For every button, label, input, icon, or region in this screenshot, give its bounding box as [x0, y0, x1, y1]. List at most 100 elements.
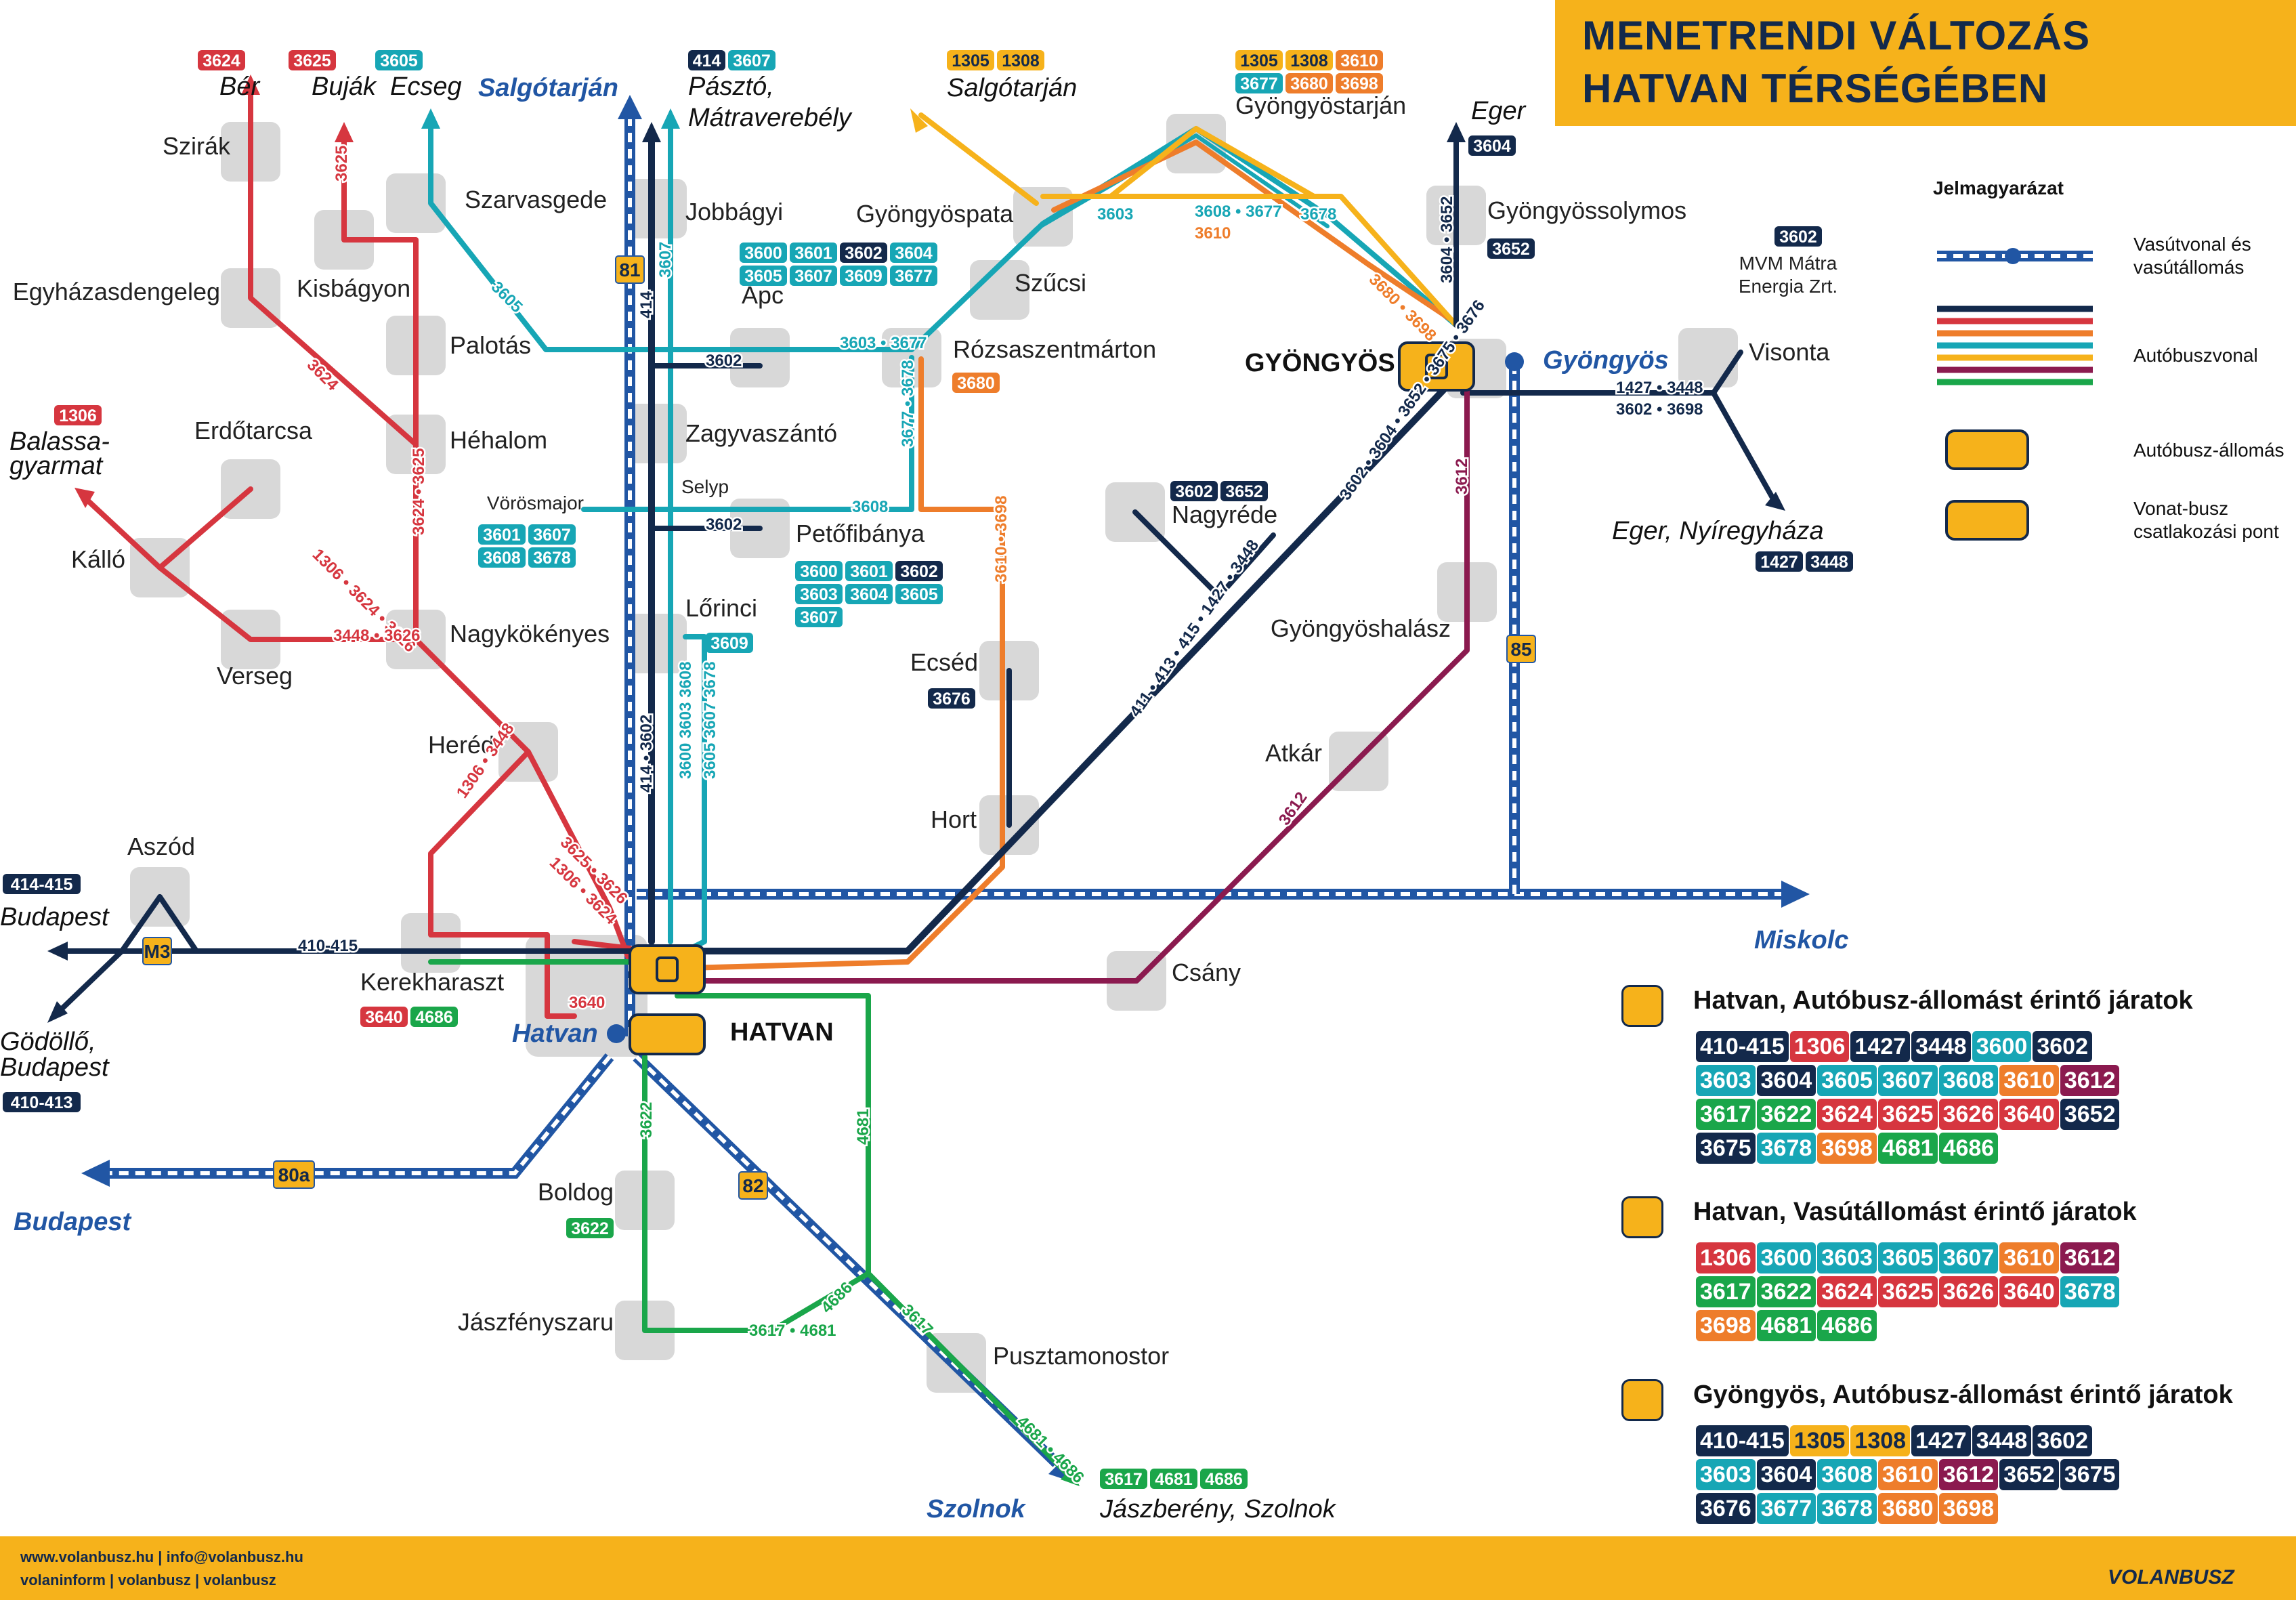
line-label: 3603 • 3677 — [840, 334, 927, 352]
hatvan-bus-station — [629, 944, 706, 994]
road-shield — [142, 937, 172, 965]
line-yellow-2 — [1040, 194, 1459, 328]
major-label: Hatvan — [512, 1019, 598, 1048]
destination-label: Mátraverebély — [688, 104, 853, 132]
line-green-3 — [866, 1271, 1073, 1479]
route-badge: 4686 — [1817, 1310, 1877, 1341]
route-badge: 3608 — [1817, 1459, 1877, 1490]
route-badge: 3617 — [1696, 1099, 1756, 1130]
line-red-2 — [341, 133, 419, 642]
route-badge — [289, 50, 336, 70]
route-badge: 3698 — [1938, 1493, 1999, 1524]
route-badge — [1756, 551, 1803, 572]
major-label: Gyöngyös — [1543, 346, 1669, 375]
station-square — [1013, 187, 1073, 247]
footer-contact: www.volanbusz.hu | info@volanbusz.hu — [20, 1549, 303, 1565]
major-label: Miskolc — [1754, 926, 1848, 954]
route-badge-label: 3678 — [533, 549, 571, 568]
route-badge-label: 1306 — [59, 406, 97, 425]
route-badge: 1427 — [1850, 1031, 1911, 1062]
route-badge: 3625 — [1877, 1276, 1938, 1307]
route-badge — [1336, 50, 1383, 70]
line-label: 411 • 413 • 415 • 1427 • 3448 — [1126, 536, 1262, 721]
station-square — [970, 260, 1029, 320]
place-label: Energia Zrt. — [1739, 276, 1837, 297]
route-badge-label: 3607 — [800, 608, 838, 627]
line-red-5 — [428, 749, 577, 1019]
line-navy-11 — [1711, 350, 1743, 396]
route-arrow — [335, 122, 354, 142]
route-badge — [3, 1092, 81, 1112]
route-badge-label: 4686 — [415, 1008, 453, 1027]
route-badge-label: 1305 — [1240, 51, 1278, 70]
route-badge: 3640 — [1999, 1099, 2059, 1130]
route-badge: 3605 — [1877, 1242, 1938, 1273]
route-badge-label: 3601 — [850, 562, 888, 581]
road-shield-label: 82 — [742, 1175, 763, 1196]
line-green-2 — [642, 993, 871, 1333]
line-label: 3622 — [637, 1102, 656, 1138]
destination-label: Budapest — [0, 1053, 110, 1082]
route-badge: 3610 — [1999, 1065, 2059, 1096]
route-badge — [1220, 481, 1268, 501]
route-badge: 3607 — [1877, 1065, 1938, 1096]
route-badge: 410-415 — [1696, 1425, 1789, 1456]
route-badge-label: 3608 — [483, 549, 521, 568]
route-badge: 3652 — [2060, 1099, 2120, 1130]
place-label: Verseg — [217, 662, 293, 690]
station-square — [386, 173, 446, 233]
route-badge: 3624 — [1817, 1276, 1877, 1307]
place-label: Aszód — [127, 833, 195, 860]
route-badge: 4681 — [1877, 1133, 1938, 1164]
route-badge: 3677 — [1756, 1493, 1816, 1524]
line-yellow-1 — [918, 112, 1039, 206]
route-badge — [1806, 551, 1853, 572]
line-label: 3603 — [1097, 205, 1133, 224]
line-label: 4681 — [854, 1109, 872, 1145]
route-badge — [790, 243, 837, 263]
route-arrow — [75, 488, 95, 508]
place-label: Selyp — [681, 476, 729, 497]
route-badge: 3678 — [1817, 1493, 1877, 1524]
route-badge: 3603 — [1696, 1459, 1756, 1490]
route-badge — [740, 266, 787, 286]
route-badge-label: 3652 — [1225, 482, 1263, 501]
route-badge: 1306 — [1789, 1031, 1850, 1062]
line-label: 414 — [637, 291, 656, 318]
route-badge-label: 4681 — [1155, 1470, 1193, 1489]
railway-lines — [81, 95, 1810, 1483]
route-badge — [845, 561, 893, 581]
route-badge — [1487, 238, 1535, 259]
route-badge: 3604 — [1756, 1065, 1816, 1096]
place-label: Zagyvaszántó — [685, 419, 837, 447]
route-badge-label: 3624 — [203, 51, 240, 70]
route-badge — [1235, 73, 1283, 93]
station-square — [627, 179, 687, 238]
line-label: 3610 — [1195, 224, 1231, 243]
title-banner: MENETRENDI VÁLTOZÁS HATVAN TÉRSÉGÉBEN — [1555, 0, 2296, 126]
footer-social: volaninform | volanbusz | volanbusz — [20, 1572, 276, 1588]
road-shield-label: 80a — [278, 1164, 310, 1185]
route-badge: 3680 — [1877, 1493, 1938, 1524]
route-badge-label: 3600 — [800, 562, 838, 581]
route-badge — [1285, 50, 1333, 70]
rail-arrow — [618, 95, 642, 119]
line-label: 3605 3607 3678 — [701, 661, 719, 779]
destination-label: Salgótarján — [947, 74, 1077, 102]
legend-transfer-icon — [1945, 500, 2029, 541]
route-badge: 1308 — [1850, 1425, 1911, 1456]
line-label: 3602 — [706, 352, 742, 370]
route-badge-label: 3622 — [571, 1219, 609, 1238]
line-label: 3608 — [852, 498, 888, 516]
route-badge: 3608 — [1938, 1065, 1999, 1096]
destination-label: Ecseg — [390, 72, 462, 101]
place-label: Gyöngyöspata — [856, 200, 1014, 228]
destination-label: Buják — [312, 72, 377, 101]
place-label: Pusztamonostor — [993, 1342, 1169, 1370]
